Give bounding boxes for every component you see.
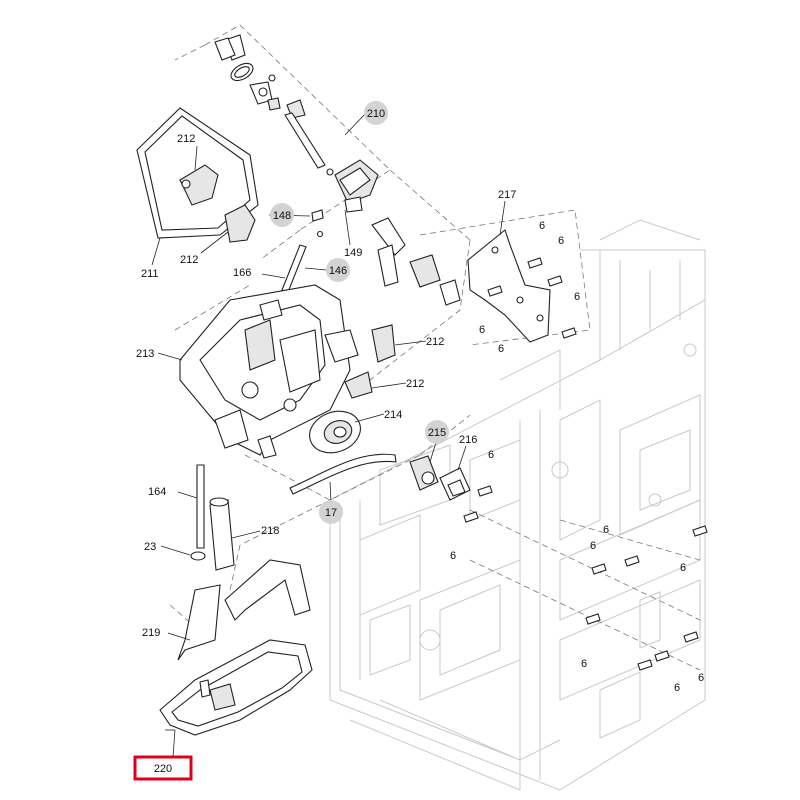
svg-text:210: 210 xyxy=(367,108,385,120)
label-149: 149 xyxy=(344,247,362,259)
pin-148 xyxy=(311,209,324,238)
label-6h: 6 xyxy=(450,550,456,562)
label-218: 218 xyxy=(261,525,279,537)
fitting-215 xyxy=(409,455,439,491)
label-220: 220 xyxy=(154,763,172,775)
microswitch-212-a xyxy=(179,164,219,206)
svg-text:146: 146 xyxy=(329,265,347,277)
microswitch-212-c xyxy=(371,324,396,363)
highlighted-label-220: 220 xyxy=(133,755,193,781)
bracket-217 xyxy=(467,229,551,343)
label-217: 217 xyxy=(498,189,516,201)
label-6j: 6 xyxy=(680,562,686,574)
drain-tube-149 xyxy=(371,217,461,306)
tube-164 xyxy=(196,464,205,549)
label-211: 211 xyxy=(141,268,159,280)
label-213: 213 xyxy=(136,348,154,360)
label-219: 219 xyxy=(142,627,160,639)
circled-label-210: 210 xyxy=(364,101,388,125)
label-23: 23 xyxy=(144,541,156,553)
circled-labels: 210 148 146 215 17 xyxy=(270,101,449,524)
label-212b: 212 xyxy=(180,254,198,266)
label-6m: 6 xyxy=(698,672,704,684)
hose-17 xyxy=(289,453,397,495)
label-214: 214 xyxy=(384,409,402,421)
holder-219 xyxy=(177,559,311,661)
rod-166 xyxy=(281,244,307,293)
tube-218 xyxy=(209,497,235,571)
part-labels: 212 211 212 166 149 217 6 6 6 6 6 213 21… xyxy=(136,133,704,694)
label-212d: 212 xyxy=(406,378,424,390)
label-6g: 6 xyxy=(603,524,609,536)
label-212c: 212 xyxy=(426,336,444,348)
label-166: 166 xyxy=(233,267,251,279)
microswitch-212-b xyxy=(224,204,256,243)
label-6b: 6 xyxy=(558,235,564,247)
svg-text:215: 215 xyxy=(428,427,446,439)
valve-assembly-210 xyxy=(214,34,379,213)
gear-214 xyxy=(309,410,361,454)
svg-text:148: 148 xyxy=(273,210,291,222)
label-6a: 6 xyxy=(539,220,545,232)
label-216: 216 xyxy=(459,434,477,446)
label-6l: 6 xyxy=(674,682,680,694)
label-6d: 6 xyxy=(479,324,485,336)
clip-216 xyxy=(439,467,471,501)
circled-label-17: 17 xyxy=(319,500,343,524)
washer-23 xyxy=(190,551,206,561)
label-212a: 212 xyxy=(177,133,195,145)
drip-tray-220 xyxy=(159,639,313,736)
label-6i: 6 xyxy=(590,540,596,552)
circled-label-146: 146 xyxy=(326,258,350,282)
microswitch-212-d xyxy=(344,371,373,399)
label-6e: 6 xyxy=(498,343,504,355)
circled-label-148: 148 xyxy=(270,203,294,227)
circled-label-215: 215 xyxy=(425,420,449,444)
label-6f: 6 xyxy=(488,449,494,461)
label-6k: 6 xyxy=(581,658,587,670)
brewing-unit-213 xyxy=(179,284,359,459)
svg-text:17: 17 xyxy=(325,507,337,519)
label-6c: 6 xyxy=(574,291,580,303)
screws xyxy=(463,257,708,671)
label-164: 164 xyxy=(148,486,166,498)
